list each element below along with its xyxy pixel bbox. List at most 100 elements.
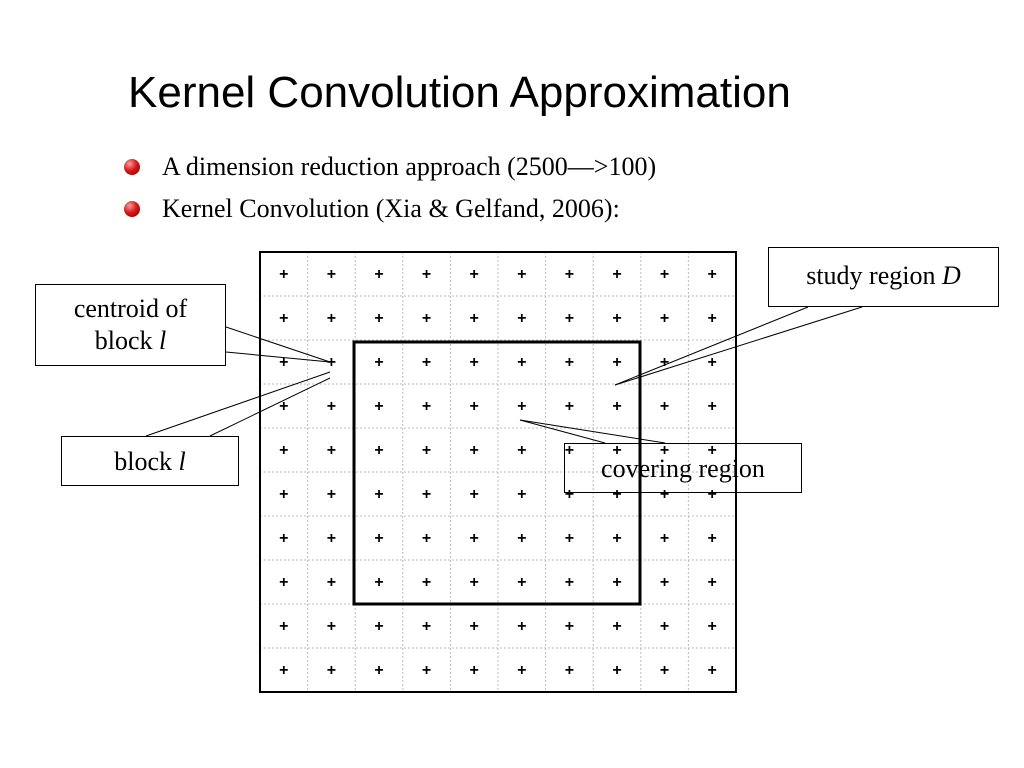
centroid-marker: + (327, 398, 336, 415)
centroid-marker: + (660, 442, 669, 459)
centroid-marker: + (279, 310, 288, 327)
centroid-marker: + (279, 618, 288, 635)
outer-grid-border (259, 251, 737, 693)
centroid-marker: + (565, 574, 574, 591)
centroid-marker: + (565, 618, 574, 635)
centroid-marker: + (279, 574, 288, 591)
centroid-marker: + (708, 266, 717, 283)
centroid-marker: + (517, 618, 526, 635)
centroid-marker: + (565, 398, 574, 415)
centroid-marker: + (327, 662, 336, 679)
centroid-marker: + (279, 530, 288, 547)
centroid-marker: + (422, 354, 431, 371)
block-leader-line (209, 377, 331, 437)
centroid-marker: + (470, 486, 479, 503)
centroid-marker: + (708, 574, 717, 591)
centroid-marker: + (279, 398, 288, 415)
covering-region-rect (352, 340, 642, 606)
centroid-marker: + (660, 398, 669, 415)
centroid-marker: + (470, 618, 479, 635)
centroid-marker: + (517, 354, 526, 371)
centroid-marker: + (327, 486, 336, 503)
bullet-text: A dimension reduction approach (2500—>10… (162, 152, 657, 181)
centroid-marker: + (374, 662, 383, 679)
centroid-marker: + (470, 442, 479, 459)
centroid-callout: centroid of block l (35, 284, 226, 366)
study-region-leader-line (614, 306, 809, 386)
centroid-marker: + (470, 354, 479, 371)
centroid-leader-line (225, 351, 331, 363)
centroid-marker: + (565, 310, 574, 327)
centroid-leader-line (225, 326, 331, 363)
red-ball-bullet-icon (124, 201, 140, 217)
callout-text: block (94, 326, 160, 355)
centroid-marker: + (470, 662, 479, 679)
centroid-marker: + (565, 354, 574, 371)
callout-text: centroid of (73, 294, 188, 323)
centroid-marker: + (708, 662, 717, 679)
centroid-marker: + (374, 574, 383, 591)
centroid-marker: + (612, 266, 621, 283)
centroid-marker: + (470, 266, 479, 283)
callout-symbol: D (941, 261, 961, 290)
centroid-marker: + (422, 266, 431, 283)
bullet-list: A dimension reduction approach (2500—>10… (124, 146, 656, 230)
centroid-marker: + (565, 530, 574, 547)
study-region-callout: study region D (768, 247, 999, 307)
centroid-marker: + (422, 486, 431, 503)
centroid-marker: + (327, 574, 336, 591)
centroid-marker: + (279, 486, 288, 503)
centroid-marker: + (708, 354, 717, 371)
centroid-marker: + (327, 442, 336, 459)
centroid-marker: + (660, 310, 669, 327)
centroid-marker: + (517, 442, 526, 459)
study-region-leader-line (614, 306, 863, 386)
block-leader-line (145, 371, 331, 437)
centroid-marker: + (422, 618, 431, 635)
centroid-marker: + (327, 354, 336, 371)
centroid-marker: + (660, 530, 669, 547)
callout-text: block (114, 447, 179, 476)
centroid-marker: + (565, 486, 574, 503)
centroid-marker: + (708, 618, 717, 635)
centroid-marker: + (708, 310, 717, 327)
centroid-marker: + (517, 486, 526, 503)
centroid-marker: + (612, 398, 621, 415)
centroid-marker: + (660, 618, 669, 635)
centroid-marker: + (327, 618, 336, 635)
callout-text: study region (806, 261, 942, 290)
covering-region-leader-line (519, 419, 606, 444)
centroid-marker: + (517, 266, 526, 283)
centroid-marker: + (708, 486, 717, 503)
centroid-marker: + (517, 310, 526, 327)
centroid-marker: + (565, 266, 574, 283)
bullet-item: Kernel Convolution (Xia & Gelfand, 2006)… (124, 188, 656, 230)
callout-symbol: l (159, 326, 167, 355)
centroid-marker: + (708, 398, 717, 415)
centroid-marker: + (422, 662, 431, 679)
centroid-marker: + (279, 266, 288, 283)
centroid-marker: + (279, 662, 288, 679)
centroid-marker: + (422, 574, 431, 591)
block-callout: block l (61, 436, 239, 486)
centroid-marker: + (470, 310, 479, 327)
centroid-marker: + (660, 486, 669, 503)
bullet-text: Kernel Convolution (Xia & Gelfand, 2006)… (162, 194, 620, 223)
centroid-marker: + (612, 618, 621, 635)
centroid-marker: + (422, 442, 431, 459)
centroid-marker: + (517, 530, 526, 547)
bullet-item: A dimension reduction approach (2500—>10… (124, 146, 656, 188)
centroid-marker: + (660, 574, 669, 591)
centroid-marker: + (327, 310, 336, 327)
centroid-marker: + (470, 574, 479, 591)
centroid-marker: + (422, 310, 431, 327)
centroid-marker: + (612, 442, 621, 459)
centroid-marker: + (612, 530, 621, 547)
centroid-marker: + (374, 486, 383, 503)
covering-region-callout: covering region (564, 443, 802, 493)
centroid-marker: + (470, 398, 479, 415)
centroid-marker: + (374, 442, 383, 459)
centroid-marker: + (470, 530, 479, 547)
centroid-marker: + (708, 442, 717, 459)
